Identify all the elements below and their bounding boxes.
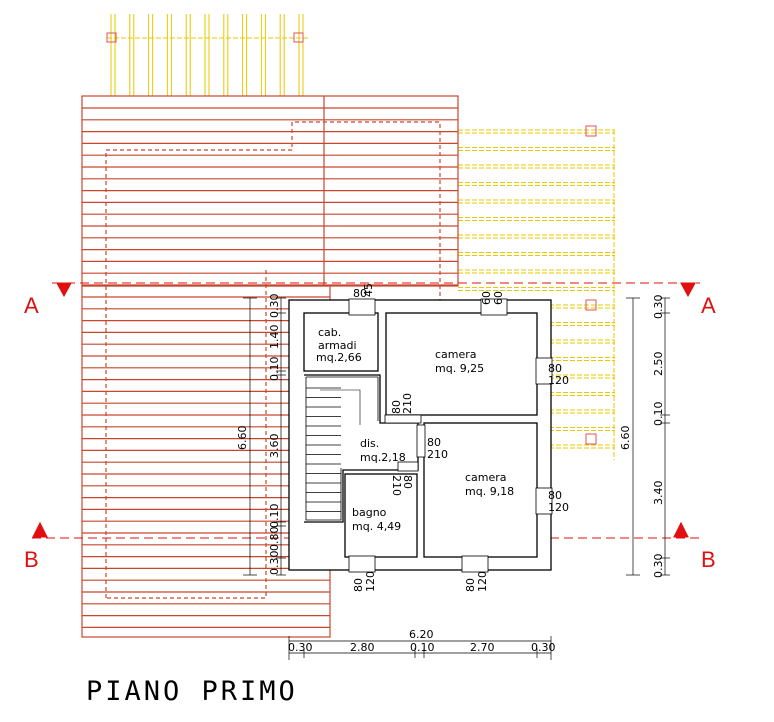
svg-text:80: 80 xyxy=(464,578,477,592)
svg-text:80: 80 xyxy=(401,475,414,489)
page-title: PIANO PRIMO xyxy=(86,676,298,707)
right-dim-total: 6.60 xyxy=(619,426,632,451)
right-dim-4: 3.40 xyxy=(652,481,665,506)
bottom-dim-4: 2.70 xyxy=(470,641,495,654)
bottom-dim-1: 0.30 xyxy=(288,641,313,654)
room-area: mq.2,18 xyxy=(360,451,406,464)
svg-text:80: 80 xyxy=(390,400,403,414)
section-b-right-label: B xyxy=(701,547,716,572)
bottom-dimensions xyxy=(288,636,552,660)
bottom-dim-3: 0.10 xyxy=(410,641,435,654)
room-labels: cab. armadi mq.2,66 camera mq. 9,25 dis.… xyxy=(316,326,514,533)
room-name: cab. xyxy=(318,326,341,339)
svg-text:80: 80 xyxy=(427,436,441,449)
svg-text:80: 80 xyxy=(353,287,367,300)
left-dim-4: 3.60 xyxy=(268,434,281,459)
svg-text:210: 210 xyxy=(401,393,414,414)
right-dimensions xyxy=(626,297,670,576)
room-area: mq. 9,18 xyxy=(465,485,514,498)
left-dim-total: 6.60 xyxy=(236,426,249,451)
left-dim-2: 1.40 xyxy=(268,325,281,350)
left-dim-1: 0.30 xyxy=(268,294,281,319)
svg-text:80: 80 xyxy=(548,362,562,375)
top-pergola xyxy=(106,14,308,96)
svg-text:210: 210 xyxy=(390,475,403,496)
bottom-dim-2: 2.80 xyxy=(350,641,375,654)
staircase xyxy=(305,376,379,521)
room-name: camera xyxy=(435,348,477,361)
right-dim-3: 0.10 xyxy=(652,402,665,427)
opening-labels: 80 45 60 60 80 120 80 120 80 210 80 210 … xyxy=(352,283,569,592)
left-dim-5: 0.10 xyxy=(268,504,281,529)
left-dimensions xyxy=(243,297,286,576)
svg-text:120: 120 xyxy=(548,501,569,514)
svg-text:60: 60 xyxy=(480,291,493,305)
svg-text:80: 80 xyxy=(548,489,562,502)
room-name: dis. xyxy=(360,437,379,450)
section-a-right-label: A xyxy=(701,293,716,318)
left-dim-6: 0.80 xyxy=(268,527,281,552)
section-b-left-label: B xyxy=(24,547,39,572)
right-dim-5: 0.30 xyxy=(652,554,665,579)
openings xyxy=(348,298,553,573)
left-dim-7: 0.30 xyxy=(268,551,281,576)
bottom-dim-5: 0.30 xyxy=(531,641,556,654)
room-area: mq. 9,25 xyxy=(435,362,484,375)
right-dim-2: 2.50 xyxy=(652,352,665,377)
section-a-left-label: A xyxy=(24,293,39,318)
bottom-dim-total: 6.20 xyxy=(409,628,434,641)
svg-text:120: 120 xyxy=(476,571,489,592)
svg-text:60: 60 xyxy=(492,291,505,305)
svg-text:45: 45 xyxy=(362,283,375,297)
room-name: bagno xyxy=(352,506,387,519)
right-pergola xyxy=(458,125,615,460)
left-dim-3: 0.10 xyxy=(268,357,281,382)
section-lines xyxy=(32,282,700,539)
building-walls xyxy=(288,299,552,571)
svg-text:210: 210 xyxy=(427,448,448,461)
room-area: mq. 4,49 xyxy=(352,520,401,533)
room-area: mq.2,66 xyxy=(316,351,362,364)
room-name: camera xyxy=(465,471,507,484)
room-name: armadi xyxy=(318,339,357,352)
right-dim-1: 0.30 xyxy=(652,295,665,320)
svg-text:120: 120 xyxy=(548,374,569,387)
svg-text:120: 120 xyxy=(364,571,377,592)
svg-text:80: 80 xyxy=(352,578,365,592)
